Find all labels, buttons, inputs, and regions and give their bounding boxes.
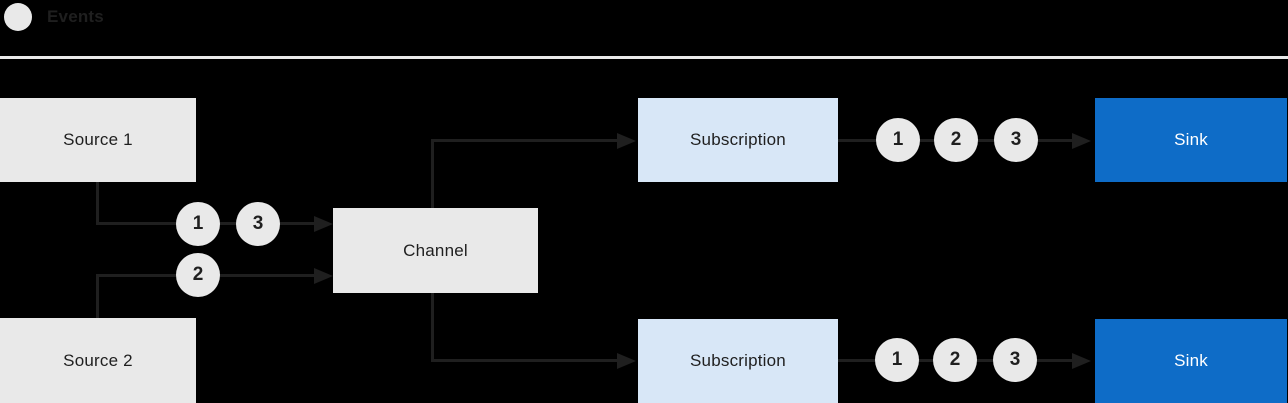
connector-channel-up-elbow [431,139,434,208]
event-marker: 3 [993,338,1037,382]
event-marker: 3 [236,202,280,246]
node-sink-2-label: Sink [1174,351,1208,370]
event-marker-number: 3 [1010,129,1022,150]
event-marker-number: 2 [950,129,962,150]
node-source-1-label: Source 1 [63,130,133,149]
node-source-2-label: Source 2 [63,350,133,370]
node-channel-label: Channel [403,240,468,260]
arrowhead-icon [314,216,333,232]
node-channel: Channel [333,208,538,293]
event-marker-number: 3 [1009,349,1021,370]
arrowhead-icon [314,268,333,284]
event-marker-number: 1 [192,213,204,234]
event-marker-number: 3 [252,213,264,234]
connector-source2-elbow [96,274,99,318]
divider-line [0,56,1288,59]
event-marker: 2 [176,253,220,297]
arrowhead-icon [617,133,636,149]
node-sink-1: Sink [1095,98,1287,182]
connector-channel-down-elbow [431,293,434,362]
node-subscription-2: Subscription [638,319,838,403]
event-marker-number: 2 [949,349,961,370]
arrowhead-icon [617,353,636,369]
connector-channel-subscription1 [431,139,619,142]
event-marker-number: 2 [192,264,204,285]
event-marker: 2 [934,118,978,162]
event-marker-number: 1 [892,129,904,150]
node-source-1: Source 1 [0,98,196,182]
event-marker-number: 1 [891,349,903,370]
event-circle-icon [4,3,32,31]
legend-label: Events [47,7,104,26]
node-subscription-1-label: Subscription [690,130,786,149]
node-sink-1-label: Sink [1174,130,1208,149]
node-sink-2: Sink [1095,319,1287,403]
event-marker: 1 [875,338,919,382]
legend: Events [4,3,104,31]
node-source-2: Source 2 [0,318,196,403]
arrowhead-icon [1072,133,1091,149]
arrowhead-icon [1072,353,1091,369]
event-marker: 1 [176,202,220,246]
node-subscription-1: Subscription [638,98,838,182]
node-subscription-2-label: Subscription [690,351,786,370]
event-marker: 1 [876,118,920,162]
connector-source1-elbow [96,181,99,225]
event-marker: 3 [994,118,1038,162]
connector-channel-subscription2 [431,359,619,362]
event-marker: 2 [933,338,977,382]
